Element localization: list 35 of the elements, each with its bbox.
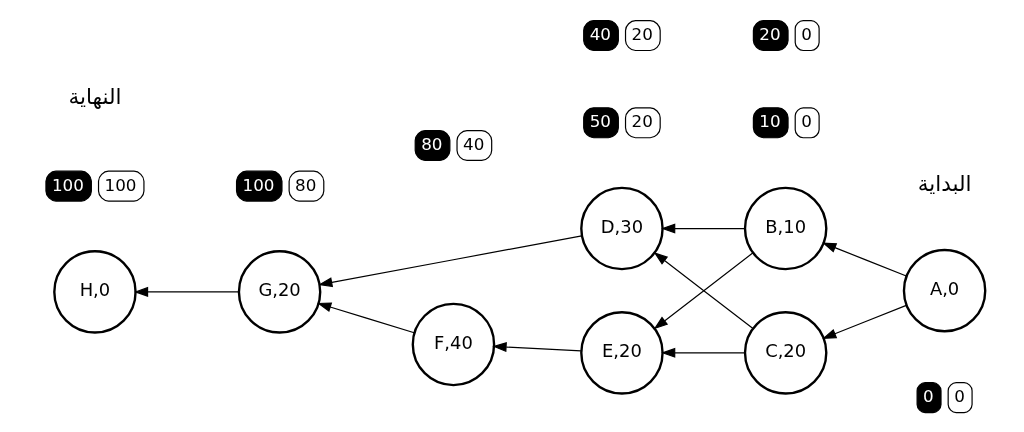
node-circle: A,0 bbox=[902, 248, 987, 333]
arrow bbox=[133, 286, 240, 297]
arrow bbox=[660, 347, 746, 358]
arrow bbox=[660, 223, 746, 234]
arrow bbox=[317, 302, 415, 334]
node-circle: G,20 bbox=[237, 250, 322, 334]
arrow bbox=[822, 304, 907, 339]
node-label: 0 bbox=[954, 386, 965, 407]
node-label: 80 bbox=[295, 174, 317, 195]
node-label: 20 bbox=[759, 23, 781, 44]
node-label: 100 bbox=[51, 174, 84, 195]
arrow bbox=[653, 252, 754, 330]
label: النهاية bbox=[68, 83, 122, 109]
node-circle: C,20 bbox=[743, 311, 828, 395]
arrow bbox=[822, 242, 907, 277]
arrow bbox=[492, 342, 582, 353]
node-circle: E,20 bbox=[580, 311, 664, 395]
node-label: 10 bbox=[759, 111, 781, 132]
node-circle: D,30 bbox=[580, 186, 664, 271]
node-label: 0 bbox=[801, 23, 812, 44]
node-label: 100 bbox=[104, 174, 137, 195]
node-label: 80 bbox=[421, 133, 443, 154]
node-label: 0 bbox=[923, 386, 934, 407]
node-label: 20 bbox=[631, 23, 653, 44]
arrow bbox=[318, 235, 583, 288]
node-label: 100 bbox=[242, 174, 275, 195]
node-circle: B,10 bbox=[743, 186, 828, 271]
node-label: 0 bbox=[801, 111, 812, 132]
node-label: 50 bbox=[589, 111, 611, 132]
node-label: 40 bbox=[463, 133, 485, 154]
node-label: 40 bbox=[589, 23, 611, 44]
node-circle: F,40 bbox=[411, 302, 496, 387]
label: البداية bbox=[917, 170, 972, 196]
node-circle: H,0 bbox=[53, 250, 137, 334]
node-label: 20 bbox=[631, 111, 653, 132]
